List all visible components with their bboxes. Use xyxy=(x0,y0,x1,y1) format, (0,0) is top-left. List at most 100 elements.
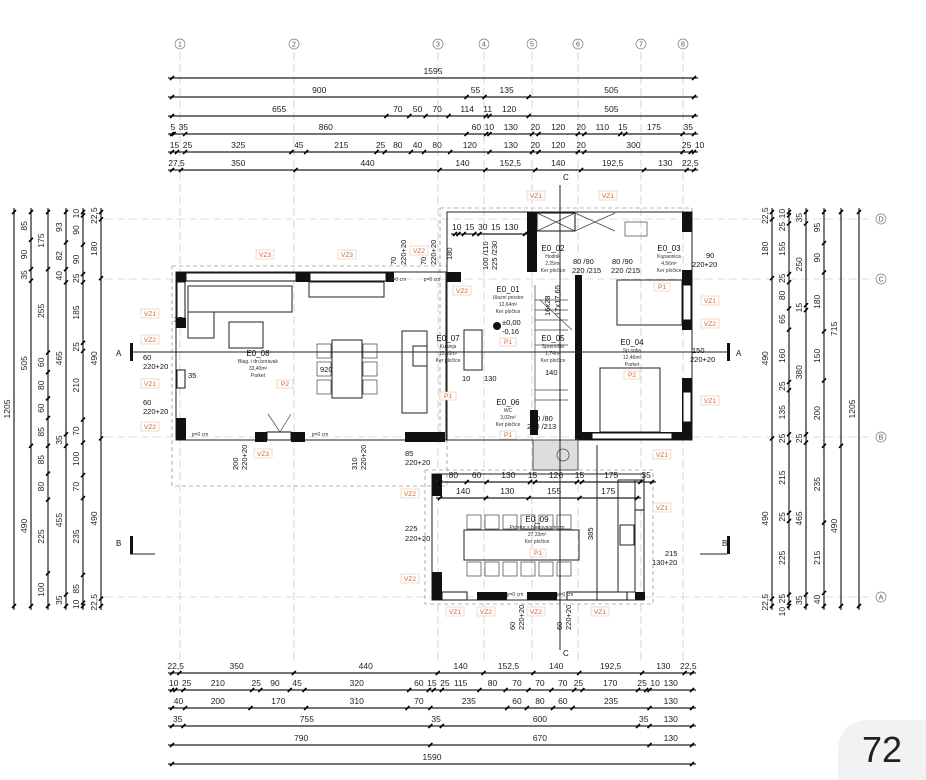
right-dim-col-2-tick xyxy=(786,439,792,446)
bottom-dim-row-2-label: 15 xyxy=(427,678,437,688)
svg-text:Ker pločice: Ker pločice xyxy=(436,358,461,364)
right-dim-col-2-tick xyxy=(786,518,792,524)
entrance-dim-row-tick xyxy=(461,231,467,237)
window-tag-vz2: VZ2 xyxy=(480,609,492,616)
top-dim-row-4-label: 175 xyxy=(647,122,661,132)
bottom-dim-row-2-label: 115 xyxy=(454,678,468,688)
top-dim-row-5-tick xyxy=(529,149,535,155)
svg-text:70 /80: 70 /80 xyxy=(532,414,553,423)
bottom-dim-row-3-label: 60 xyxy=(512,696,522,706)
right-dim-col-2-tick xyxy=(786,510,792,516)
svg-text:385: 385 xyxy=(586,527,595,540)
left-dim-col-3-label: 60 xyxy=(36,357,46,367)
right-dim-col-3-tick xyxy=(803,220,809,227)
svg-text:Parket: Parket xyxy=(625,362,640,368)
svg-text:35: 35 xyxy=(174,315,182,324)
right-dim-col-2-label: 25 xyxy=(777,381,787,391)
left-dim-col-5-label: 70 xyxy=(71,482,81,492)
top-dim-row-5-label: 25 xyxy=(183,140,193,150)
left-dim-col-3-label: 80 xyxy=(36,380,46,390)
axis-label-6: 6 xyxy=(576,42,580,49)
top-dim-row-4-label: 130 xyxy=(504,122,518,132)
top-dim-row-4-tick xyxy=(529,131,535,137)
top-dim-row-3-label: 50 xyxy=(413,104,423,114)
right-dim-col-2-tick xyxy=(786,603,792,609)
bottom-dim-row-3-tick xyxy=(646,705,653,711)
bottom-dim-row-2-tick xyxy=(287,687,293,693)
bottom-dim-row-5-tick xyxy=(689,742,695,748)
bottom-dim-row-1-label: 192,5 xyxy=(600,661,622,671)
left-dim-col-5-tick xyxy=(80,348,86,354)
window-tag-box xyxy=(337,249,357,260)
svg-text:220+20: 220+20 xyxy=(564,605,573,630)
svg-text:920: 920 xyxy=(320,365,333,374)
left-dim-col-5-label: 100 xyxy=(71,452,81,466)
bottom-dim-row-1-tick xyxy=(639,670,645,676)
left-dim-col-4-tick xyxy=(63,443,69,449)
top-dim-row-5-label: 25 xyxy=(682,140,692,150)
bottom-dim-row-2-tick xyxy=(525,687,532,693)
svg-text:70: 70 xyxy=(419,257,428,265)
svg-text:60: 60 xyxy=(143,353,151,362)
bottom-dim-row-4-tick xyxy=(439,723,445,729)
right-dim-col-4-tick xyxy=(821,520,827,526)
top-dim-row-5-label: 215 xyxy=(334,140,348,150)
right-dim-col-1-label: 22,5 xyxy=(760,594,770,611)
left-dim-col-4-tick xyxy=(63,603,69,609)
svg-text:220+20: 220+20 xyxy=(143,407,168,416)
bottom-dim-row-3-label: 170 xyxy=(271,696,285,706)
svg-text:E0_04: E0_04 xyxy=(620,338,644,347)
top-dim-row-3-tick xyxy=(483,113,489,119)
svg-text:220+20: 220+20 xyxy=(429,240,438,265)
svg-text:p=0 cm: p=0 cm xyxy=(192,432,209,438)
interior-dim-row-2-label: 140 xyxy=(456,486,470,496)
top-dim-row-5-tick xyxy=(382,149,388,155)
room-label-e0-03: E0_03 Kupaonica 4,56m² Ker pločice P1 xyxy=(653,244,682,292)
bottom-dim-row-2-tick xyxy=(426,687,432,693)
section-b-left: B xyxy=(116,539,121,548)
interior-dim-row-2-label: 175 xyxy=(601,486,615,496)
bottom-dim-row-2-tick xyxy=(643,687,649,693)
svg-text:WC: WC xyxy=(504,408,513,414)
left-dim-col-4-tick xyxy=(63,239,69,245)
window-tag-box xyxy=(400,573,420,584)
bottom-dim-row-1-tick xyxy=(480,670,487,676)
top-dim-row-6-tick xyxy=(684,167,690,173)
room-label-e0-05: E0_05 Spremište 1,74m² Ker pločice xyxy=(541,334,566,364)
top-dim-row-5-tick xyxy=(447,149,453,155)
right-dim-col-3-label: 35 xyxy=(794,595,804,605)
bottom-dim-row-3-tick xyxy=(504,705,510,711)
bottom-dim-row-1-label: 130 xyxy=(656,661,670,671)
interior-dim-row-1-label: 15 xyxy=(528,470,538,480)
top-dim-row-4-label: 20 xyxy=(531,122,541,132)
svg-text:P1: P1 xyxy=(658,284,666,291)
top-dim-row-3-label: 505 xyxy=(604,104,618,114)
right-dim-col-2-label: 10 xyxy=(777,209,787,219)
left-dim-col-3-tick xyxy=(45,497,51,503)
right-dim-col-2-label: 25 xyxy=(777,594,787,604)
left-dim-col-4-label: 465 xyxy=(54,351,64,365)
top-dim-row-2-tick xyxy=(169,94,175,100)
left-dim-col-4-tick xyxy=(63,209,69,215)
bottom-dim-row-2-label: 25 xyxy=(637,678,647,688)
left-dim-col-2-tick xyxy=(28,266,34,272)
right-dim-col-3-label: 465 xyxy=(794,511,804,525)
bottom-dim-row-4-label: 35 xyxy=(173,714,183,724)
window-tag-box xyxy=(400,488,420,499)
svg-text:220+20: 220+20 xyxy=(399,240,408,265)
right-dim-col-5-label: 715 xyxy=(829,322,839,336)
bottom-dim-row-5-tick xyxy=(646,742,653,748)
svg-text:Ker pločice: Ker pločice xyxy=(496,422,521,428)
top-dim-row-5-label: 20 xyxy=(576,140,586,150)
svg-text:220+20: 220+20 xyxy=(690,355,715,364)
left-dim-col-4-tick xyxy=(63,279,69,285)
window-tag-vz1: VZ1 xyxy=(656,505,668,512)
room-label-e0-04: E0_04 Sp.soba 12,46m² Parket P2 xyxy=(620,338,644,380)
top-dim-row-3-tick xyxy=(169,113,175,119)
left-dim-col-5-label: 235 xyxy=(71,529,81,543)
top-dim-row-4-tick xyxy=(617,131,623,137)
right-dim-col-1-label: 490 xyxy=(760,511,770,525)
section-a-right: A xyxy=(736,349,742,358)
bottom-dim-row-3-label: 130 xyxy=(664,696,678,706)
interior-dim-row-2-tick xyxy=(526,495,532,501)
